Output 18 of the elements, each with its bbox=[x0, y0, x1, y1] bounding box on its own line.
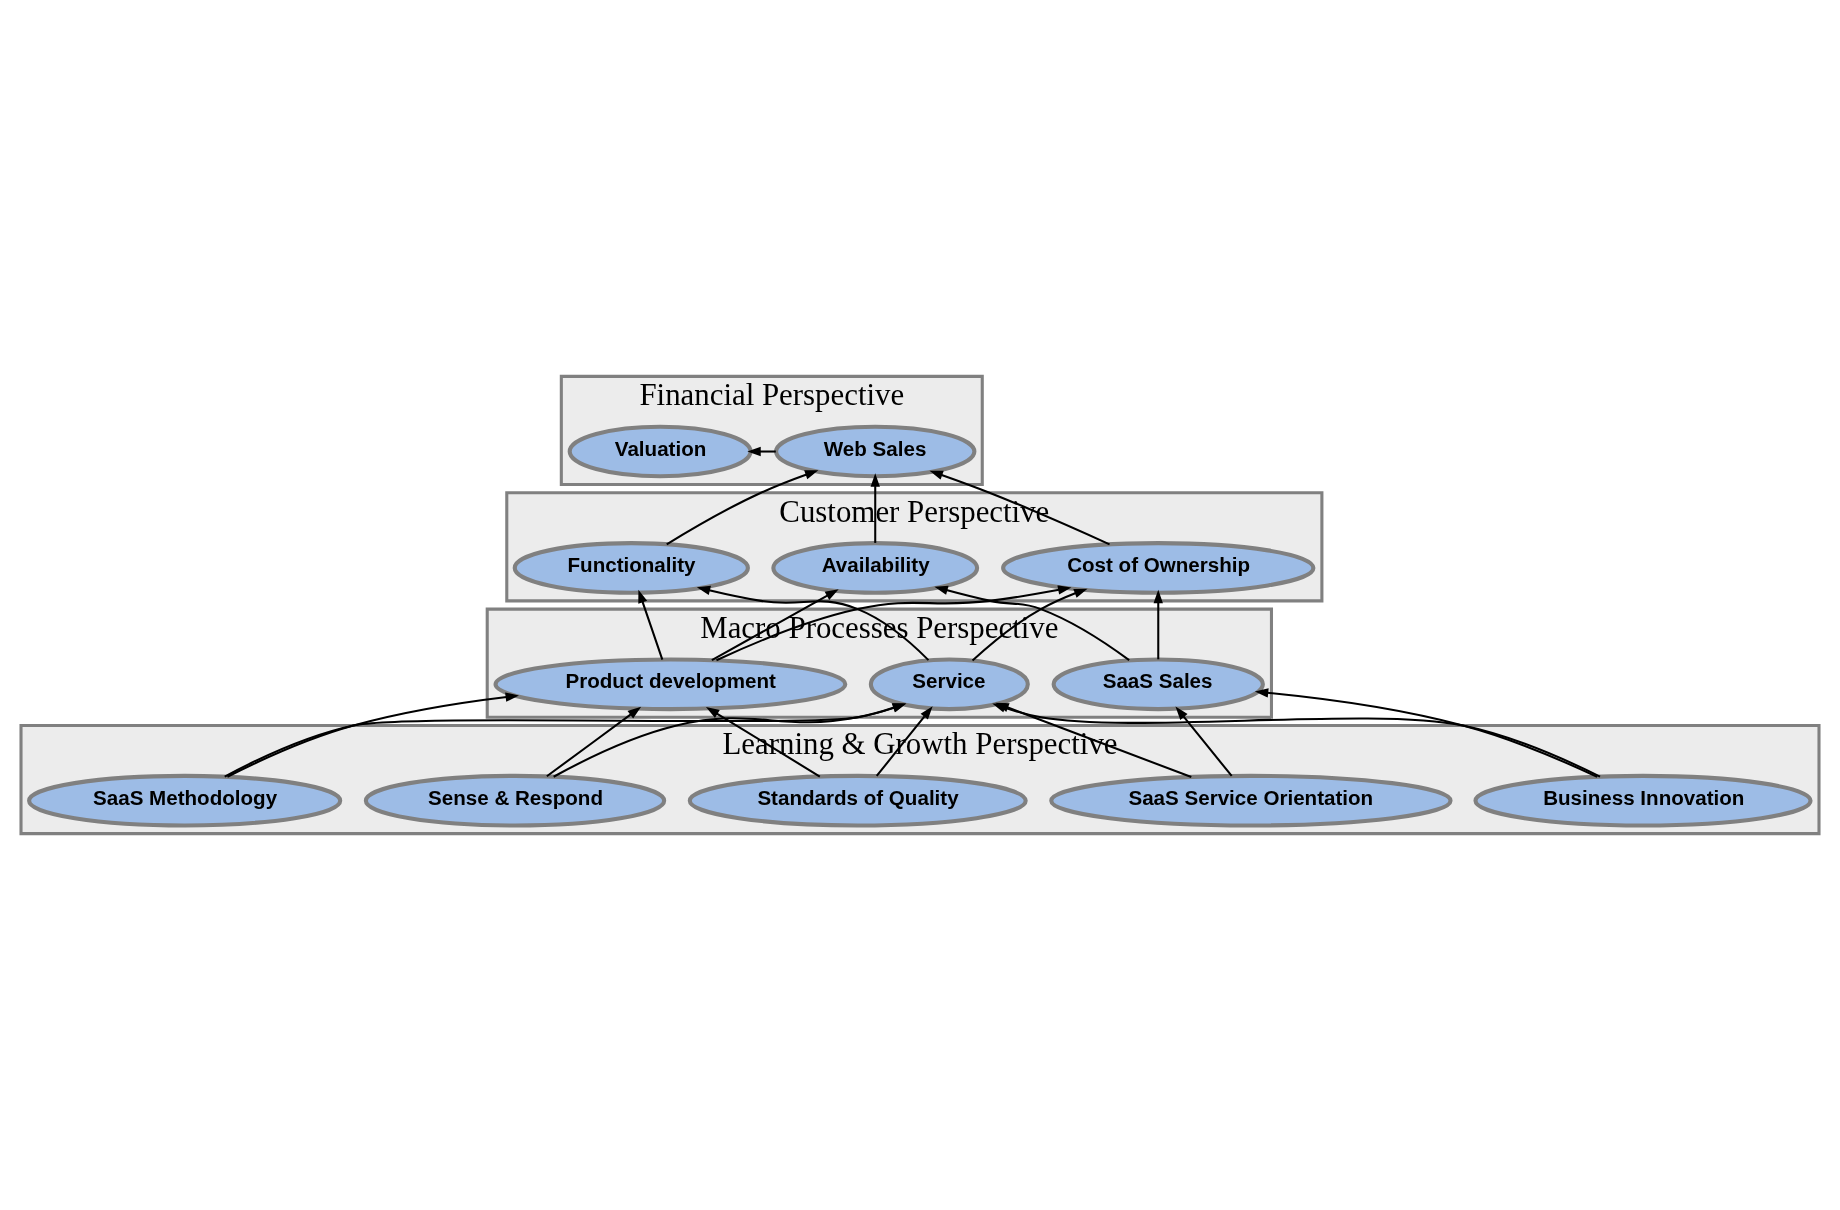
node-ellipse: SaaS Methodology bbox=[27, 773, 343, 828]
node-ellipse: SaaS Sales bbox=[1051, 657, 1265, 712]
arrow bbox=[934, 585, 1130, 661]
arrow bbox=[929, 470, 1110, 546]
arrow bbox=[1175, 706, 1233, 777]
arrow bbox=[1153, 589, 1163, 660]
node-ellipse: Standards of Quality bbox=[687, 773, 1028, 828]
arrow bbox=[666, 470, 819, 546]
arrow bbox=[747, 446, 776, 457]
arrow bbox=[546, 706, 642, 778]
node-ellipse: Business Innovation bbox=[1473, 773, 1813, 828]
node-ellipse: Product development bbox=[493, 657, 848, 712]
arrow bbox=[638, 589, 664, 660]
node-ellipse: Valuation bbox=[567, 424, 753, 479]
node-ellipse: SaaS Service Orientation bbox=[1049, 773, 1453, 828]
node-ellipse: Sense & Respond bbox=[363, 773, 667, 828]
arrow bbox=[227, 692, 519, 778]
arrow bbox=[1254, 688, 1598, 778]
